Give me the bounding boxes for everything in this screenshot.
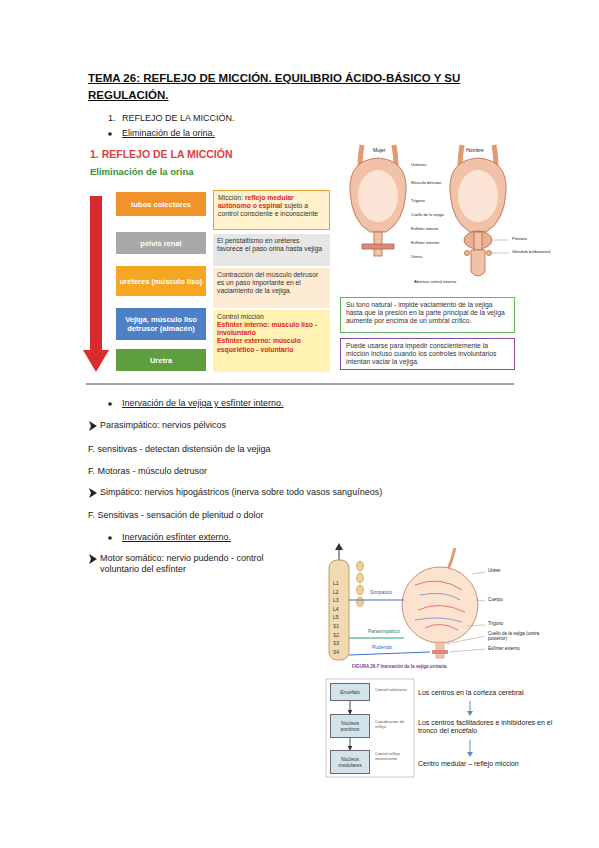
- body-text: Simpático: nervios hipogástricos (inerva…: [100, 487, 382, 498]
- box-text: uréteres (músculo liso): [120, 277, 203, 286]
- section-heading: REFLEJO DE LA MICCIÓN.: [122, 113, 235, 124]
- level-box: Núcleos medulares: [330, 750, 370, 774]
- part-label: Trígono: [488, 621, 503, 626]
- subsection-heading: Inervación esfínter externo.: [122, 532, 231, 543]
- flow-box: tubos colectores: [116, 192, 206, 216]
- side-label: Control reflejo inconsciente: [375, 752, 410, 762]
- level-text: Centro medular – reflejo micción: [418, 760, 558, 768]
- figure-caption: FIGURA 26-7 Inervación de la vejiga urin…: [352, 664, 448, 669]
- level-text: Los centros facilitadores e inhibidores …: [418, 719, 558, 736]
- segment-label: L4: [333, 606, 339, 612]
- part-label: Glándula bulbouretral: [512, 250, 557, 255]
- part-label: Uréteres: [411, 163, 446, 168]
- box-text: Su tono natural - impide vaciamiento de …: [346, 301, 505, 324]
- connector-arrow: [350, 738, 351, 750]
- figure-label: Hombre: [466, 147, 484, 153]
- part-label: Cuerpo: [488, 597, 503, 602]
- segment-label: L2: [333, 589, 339, 595]
- connector-arrow: [350, 701, 351, 714]
- flow-box: Vejiga, músculo liso detrusor (almacén): [116, 308, 206, 340]
- flow-box: uréteres (músculo liso): [116, 266, 206, 296]
- subsection-heading: Inervación de la vejiga y esfínter inter…: [122, 398, 284, 409]
- level-box: Núcleos pontinos: [330, 714, 370, 738]
- box-text: Vejiga, músculo liso detrusor (almacén): [116, 315, 206, 333]
- part-label: Esfínter interno: [411, 227, 446, 232]
- body-text: Parasimpático: nervios pélvicos: [100, 420, 226, 431]
- note-box: Control micciónEsfínter interno: músculo…: [213, 310, 330, 372]
- bladder-male: [450, 145, 509, 276]
- segment-label: L3: [333, 597, 339, 603]
- note-box: Micción:reflejo medular autónomo o espin…: [213, 190, 330, 230]
- box-text: Contracción del músculo detrusor es un p…: [217, 271, 318, 294]
- box-text: tubos colectores: [131, 200, 191, 209]
- box-text: Puede usarse para impedir conscientement…: [346, 342, 496, 365]
- segment-label: L1: [333, 580, 339, 586]
- side-label: Control voluntario: [375, 688, 410, 693]
- part-label: Trígono: [411, 199, 446, 204]
- body-text: F. sensitivas - detectan distensión de l…: [88, 444, 271, 455]
- innervation-figure: [329, 543, 485, 660]
- part-label: Esfínter externo: [488, 646, 520, 651]
- box-text: Esfínter interno: músculo liso - involun…: [217, 321, 326, 337]
- note-box: Su tono natural - impide vaciamiento de …: [340, 297, 515, 333]
- arrow-markers: [89, 421, 97, 564]
- box-text: Uretra: [150, 356, 172, 365]
- box-text: Núcleos medulares: [332, 756, 368, 768]
- flow-box: pelvis renal: [116, 232, 206, 254]
- part-label: Próstata: [512, 237, 557, 242]
- side-label: Coordinación de reflejo: [375, 720, 410, 730]
- list-bullets: [108, 132, 112, 540]
- nerve-label: Pudendo: [372, 644, 392, 650]
- level-box: Encéfalo: [330, 683, 370, 701]
- figure-heading: 1. REFLEJO DE LA MICCIÓN: [90, 148, 233, 161]
- box-text: Núcleos pontinos: [332, 720, 368, 732]
- part-label: Cuello de la vejiga (uretra posterior): [488, 631, 550, 642]
- segment-label: S4: [333, 649, 339, 655]
- box-text: Micción:: [218, 194, 243, 201]
- part-label: Uréter: [488, 568, 501, 573]
- nerve-label: Simpático: [370, 589, 392, 595]
- page-title: TEMA 26: REFLEJO DE MICCIÓN. EQUILIBRIO …: [88, 70, 528, 105]
- note-box: El peristaltismo en uréteres favorece el…: [213, 234, 330, 266]
- part-label: Abertura uretral externa: [414, 280, 468, 285]
- box-text: El peristaltismo en uréteres favorece el…: [217, 237, 322, 252]
- part-label: Uretra: [411, 255, 446, 260]
- figure-subheading: Eliminación de la orina: [90, 166, 193, 177]
- segment-label: L5: [333, 614, 339, 620]
- part-label: Esfínter externo: [411, 241, 446, 246]
- box-text: Esfínter externo: músculo esquelético - …: [217, 337, 326, 353]
- segment-label: S3: [333, 640, 339, 646]
- nerve-label: Parasimpático: [368, 628, 400, 634]
- part-label: Cuello de la vejiga: [411, 213, 446, 218]
- flow-arrow: [83, 196, 109, 372]
- part-label: Músculo detrusor: [411, 181, 446, 186]
- section-rule: [86, 384, 514, 385]
- level-text: Los centros en la corteza cerebral: [418, 689, 558, 697]
- segment-label: S2: [333, 632, 339, 638]
- segment-label: S1: [333, 623, 339, 629]
- list-number: 1.: [108, 113, 116, 124]
- body-text: Motor somático: nervio pudendo - control…: [100, 553, 285, 575]
- body-text: F. Sensitivas - sensación de plenitud o …: [88, 510, 264, 521]
- note-box: Contracción del músculo detrusor es un p…: [213, 268, 330, 308]
- figure-label: Mujer: [373, 147, 386, 153]
- bladder-female: [350, 145, 406, 256]
- note-box: Puede usarse para impedir conscientement…: [340, 338, 515, 370]
- box-text: Encéfalo: [340, 689, 359, 695]
- box-text: pelvis renal: [140, 239, 181, 248]
- box-text: Control micción: [217, 313, 326, 321]
- body-text: F. Motoras - músculo detrusor: [88, 466, 207, 477]
- subsection-heading: Eliminación de la orina.: [122, 128, 215, 139]
- flow-box: Uretra: [116, 349, 206, 371]
